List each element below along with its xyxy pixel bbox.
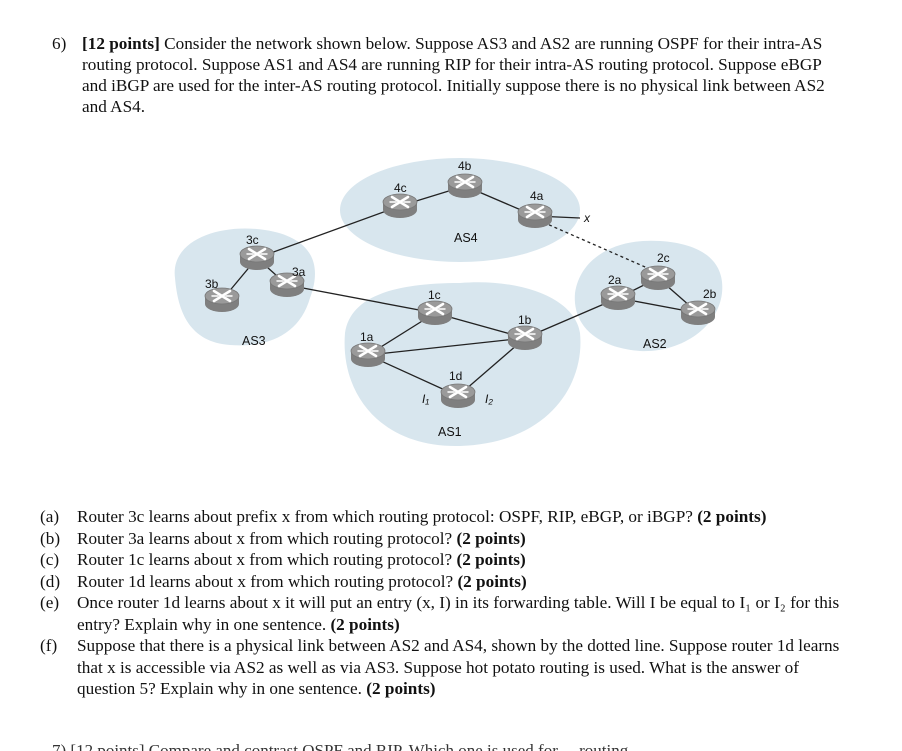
question-f: (f) Suppose that there is a physical lin… bbox=[40, 635, 860, 700]
as4-region bbox=[340, 158, 580, 262]
label-4a: 4a bbox=[530, 189, 544, 203]
next-problem-cut-off: 7) [12 points] Compare and contrast OSPF… bbox=[52, 741, 646, 751]
question-d: (d) Router 1d learns about x from which … bbox=[40, 571, 860, 593]
question-e: (e) Once router 1d learns about x it wil… bbox=[40, 592, 860, 635]
label-4b: 4b bbox=[458, 159, 472, 173]
problem-body: [12 points] Consider the network shown b… bbox=[82, 33, 832, 117]
label-1a: 1a bbox=[360, 330, 374, 344]
label-4c: 4c bbox=[394, 181, 407, 195]
router-1a bbox=[349, 341, 387, 369]
label-3b: 3b bbox=[205, 277, 219, 291]
router-3b bbox=[203, 286, 241, 314]
label-1c: 1c bbox=[428, 288, 441, 302]
question-points: (2 points) bbox=[456, 550, 526, 569]
question-list: (a) Router 3c learns about prefix x from… bbox=[40, 506, 860, 700]
question-label: (a) bbox=[40, 507, 60, 526]
question-text: Router 1d learns about x from which rout… bbox=[77, 571, 527, 591]
label-2c: 2c bbox=[657, 251, 670, 265]
network-diagram: 4b 4c 4a 3c 3a 3b 1c 1a 1b 1d 2a 2c 2b I… bbox=[160, 148, 740, 448]
router-2b bbox=[679, 299, 717, 327]
link-3c-4c bbox=[256, 205, 401, 259]
label-3a: 3a bbox=[292, 265, 306, 279]
link-1a-1b bbox=[367, 337, 526, 356]
label-1d: 1d bbox=[449, 369, 462, 383]
question-text: Once router 1d learns about x it will pu… bbox=[77, 593, 840, 634]
question-points: (2 points) bbox=[366, 679, 436, 698]
label-1b: 1b bbox=[518, 313, 532, 327]
question-points: (2 points) bbox=[457, 571, 527, 591]
router-4c bbox=[381, 192, 419, 220]
router-1c bbox=[416, 299, 454, 327]
as3-label: AS3 bbox=[242, 334, 266, 348]
question-label: (b) bbox=[40, 528, 61, 548]
problem-statement: 6) [12 points] Consider the network show… bbox=[52, 33, 832, 117]
question-text: Suppose that there is a physical link be… bbox=[77, 636, 840, 698]
as1-region bbox=[344, 282, 581, 447]
question-b: (b) Router 3a learns about x from which … bbox=[40, 528, 860, 550]
router-2c bbox=[639, 264, 677, 292]
as1-label: AS1 bbox=[438, 425, 462, 439]
label-2b: 2b bbox=[703, 287, 717, 301]
question-c: (c) Router 1c learns about x from which … bbox=[40, 549, 860, 571]
dotted-link-as4-as2 bbox=[537, 219, 653, 271]
question-a: (a) Router 3c learns about prefix x from… bbox=[40, 506, 860, 528]
as3-region bbox=[174, 228, 315, 346]
question-label: (e) bbox=[40, 593, 60, 612]
question-points: (2 points) bbox=[456, 528, 526, 548]
label-2a: 2a bbox=[608, 273, 622, 287]
router-4b bbox=[446, 172, 484, 200]
problem-text: Consider the network shown below. Suppos… bbox=[82, 34, 825, 116]
question-text: Router 3a learns about x from which rout… bbox=[77, 528, 526, 548]
as2-region bbox=[574, 240, 723, 352]
interface-i2: I₂ bbox=[485, 392, 493, 406]
network-svg: 4b 4c 4a 3c 3a 3b 1c 1a 1b 1d 2a 2c 2b I… bbox=[174, 158, 723, 447]
question-points: (2 points) bbox=[697, 507, 767, 526]
as2-label: AS2 bbox=[643, 337, 667, 351]
question-text: Router 3c learns about prefix x from whi… bbox=[77, 507, 767, 526]
question-points: (2 points) bbox=[330, 614, 400, 634]
question-label: (c) bbox=[40, 550, 60, 569]
label-3c: 3c bbox=[246, 233, 259, 247]
router-1d bbox=[439, 382, 477, 410]
question-label: (f) bbox=[40, 636, 58, 655]
problem-points: [12 points] bbox=[82, 34, 160, 53]
question-text: Router 1c learns about x from which rout… bbox=[77, 550, 526, 569]
as4-label: AS4 bbox=[454, 231, 478, 245]
question-label: (d) bbox=[40, 571, 61, 591]
router-4a bbox=[516, 202, 554, 230]
router-1b bbox=[506, 324, 544, 352]
router-3c bbox=[238, 244, 276, 272]
problem-number: 6) bbox=[52, 34, 67, 53]
prefix-x: x bbox=[583, 211, 591, 225]
interface-i1: I₁ bbox=[422, 392, 429, 406]
router-2a bbox=[599, 284, 637, 312]
link-3a-1c bbox=[286, 284, 436, 314]
